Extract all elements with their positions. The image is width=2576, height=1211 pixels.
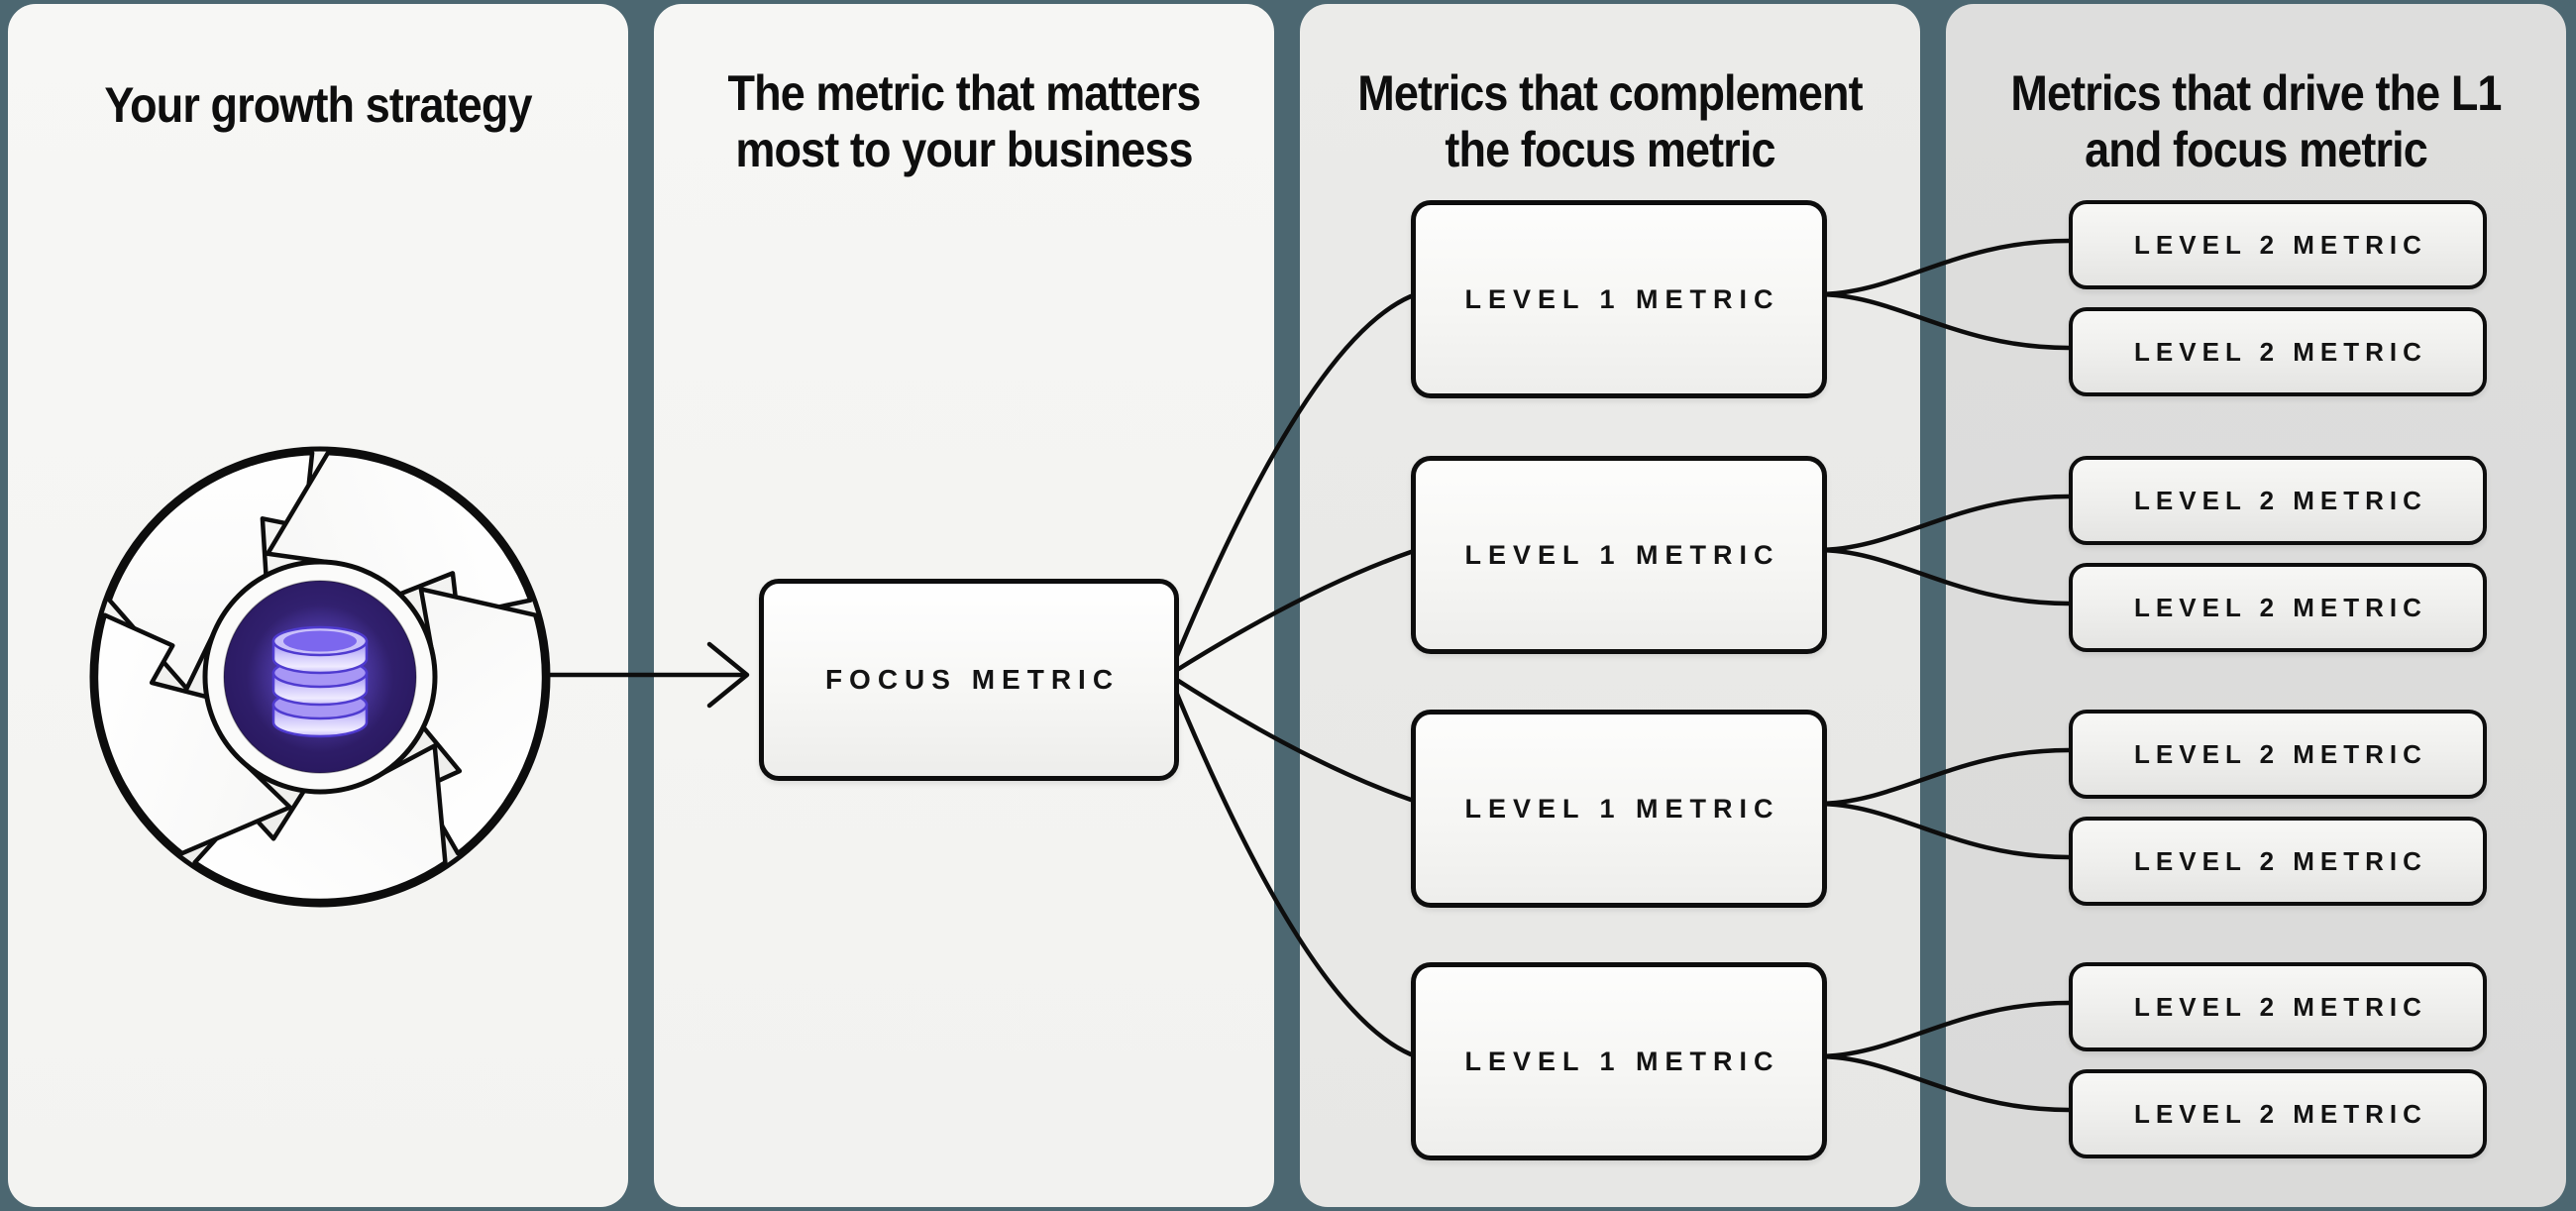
panel-level2-title-line2: and focus metric (2085, 122, 2428, 177)
level2-metric-label: LEVEL 2 METRIC (2134, 229, 2427, 260)
level2-metric-box: LEVEL 2 METRIC (2069, 456, 2487, 545)
level2-metric-box: LEVEL 2 METRIC (2069, 710, 2487, 799)
level2-metric-label: LEVEL 2 METRIC (2134, 738, 2427, 769)
focus-metric-box: FOCUS METRIC (759, 579, 1179, 781)
database-icon (271, 625, 369, 738)
shutter-blades (93, 450, 547, 904)
panel-level1-title-line1: Metrics that complement (1357, 65, 1863, 121)
panel-growth-title: Your growth strategy (39, 77, 596, 134)
panel-focus-title: The metric that matters most to your bus… (685, 65, 1242, 178)
panel-level1-title-line2: the focus metric (1445, 122, 1775, 177)
shutter-blade (418, 587, 547, 856)
level2-metric-box: LEVEL 2 METRIC (2069, 962, 2487, 1051)
shutter-blade (192, 743, 448, 904)
focus-metric-label: FOCUS METRIC (824, 664, 1121, 695)
shutter-blade (265, 450, 533, 618)
level2-metric-box: LEVEL 2 METRIC (2069, 1069, 2487, 1158)
panel-level1-title: Metrics that complement the focus metric (1331, 65, 1888, 178)
panel-growth-title-line: Your growth strategy (104, 77, 532, 133)
level1-metric-box: LEVEL 1 METRIC (1411, 962, 1827, 1160)
level2-metric-box: LEVEL 2 METRIC (2069, 817, 2487, 906)
level2-metric-box: LEVEL 2 METRIC (2069, 307, 2487, 396)
shutter-blade (107, 450, 315, 692)
level2-metric-label: LEVEL 2 METRIC (2134, 845, 2427, 876)
panel-level2-title: Metrics that drive the L1 and focus metr… (1977, 65, 2534, 178)
level2-metric-label: LEVEL 2 METRIC (2134, 336, 2427, 367)
level1-metric-label: LEVEL 1 METRIC (1464, 793, 1780, 824)
level2-metric-label: LEVEL 2 METRIC (2134, 991, 2427, 1022)
level1-metric-label: LEVEL 1 METRIC (1464, 1046, 1780, 1076)
growth-loop-shutter-icon (89, 446, 551, 908)
panel-level2-title-line1: Metrics that drive the L1 (2010, 65, 2502, 121)
level1-metric-label: LEVEL 1 METRIC (1464, 283, 1780, 314)
panel-focus-title-line1: The metric that matters (727, 65, 1202, 121)
level2-metric-label: LEVEL 2 METRIC (2134, 592, 2427, 622)
level1-metric-box: LEVEL 1 METRIC (1411, 710, 1827, 908)
level2-metric-box: LEVEL 2 METRIC (2069, 200, 2487, 289)
level2-metric-box: LEVEL 2 METRIC (2069, 563, 2487, 652)
level2-metric-label: LEVEL 2 METRIC (2134, 1098, 2427, 1129)
shutter-blade (93, 612, 292, 856)
level1-metric-box: LEVEL 1 METRIC (1411, 456, 1827, 654)
panel-focus-title-line2: most to your business (735, 122, 1193, 177)
level1-metric-label: LEVEL 1 METRIC (1464, 539, 1780, 570)
level1-metric-box: LEVEL 1 METRIC (1411, 200, 1827, 398)
level2-metric-label: LEVEL 2 METRIC (2134, 485, 2427, 515)
